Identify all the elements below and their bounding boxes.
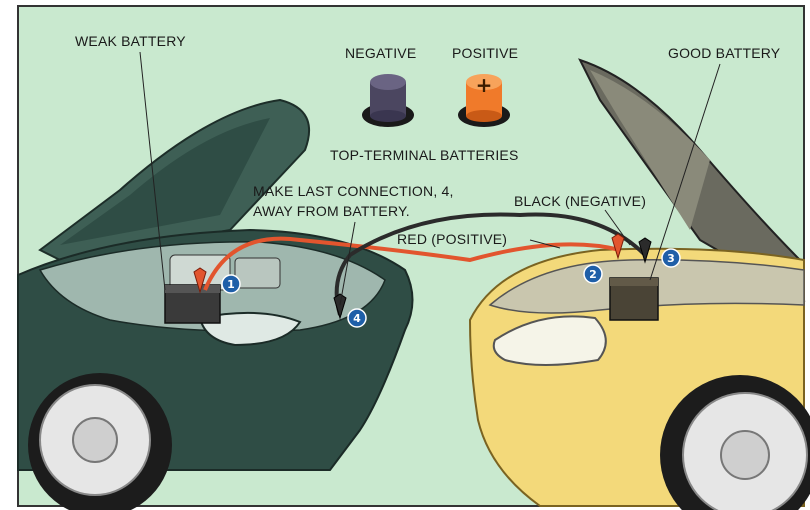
svg-text:3: 3 — [667, 252, 675, 265]
negative-label: NEGATIVE — [345, 45, 416, 61]
top-terminal-label: TOP-TERMINAL BATTERIES — [330, 147, 519, 163]
step-badge-2: 2 — [584, 265, 602, 283]
last-connection-line2: AWAY FROM BATTERY. — [253, 203, 410, 219]
step-badge-3: 3 — [662, 249, 680, 267]
good-battery-top — [610, 278, 658, 286]
last-connection-line1: MAKE LAST CONNECTION, 4, — [253, 183, 454, 199]
svg-text:2: 2 — [589, 268, 597, 281]
svg-text:1: 1 — [227, 278, 235, 291]
weak-car-hub — [73, 418, 117, 462]
good-car-hub — [721, 431, 769, 479]
weak-battery-label: WEAK BATTERY — [75, 33, 186, 49]
red-positive-label: RED (POSITIVE) — [397, 231, 507, 247]
step-badge-4: 4 — [348, 309, 366, 327]
positive-label: POSITIVE — [452, 45, 518, 61]
svg-text:4: 4 — [353, 312, 361, 325]
black-negative-label: BLACK (NEGATIVE) — [514, 193, 646, 209]
weak-car-air-filter — [235, 258, 280, 288]
plus-sign: + — [476, 73, 493, 97]
step-badge-1: 1 — [222, 275, 240, 293]
good-battery-label: GOOD BATTERY — [668, 45, 781, 61]
